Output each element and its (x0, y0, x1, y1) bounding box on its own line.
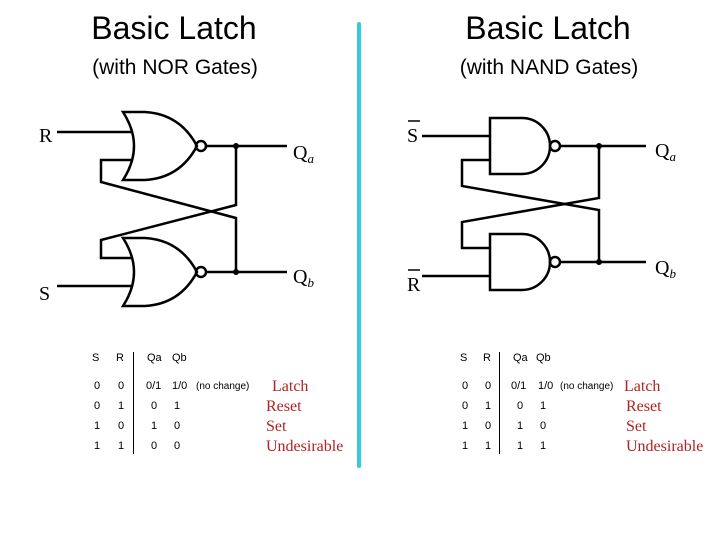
table-cell: 0 (174, 440, 181, 452)
table-cell: 0 (174, 420, 181, 432)
table-cell: 1 (485, 440, 492, 452)
table-cell: 0 (485, 380, 492, 392)
nor-latch-circuit: R S Qa Qb (39, 110, 314, 308)
nand-status-reset: Reset (626, 398, 662, 415)
label-qa: Qa (655, 140, 676, 164)
header-r: R (116, 352, 124, 364)
table-cell: 0 (517, 400, 524, 412)
header-s: S (460, 352, 468, 364)
table-divider (133, 352, 134, 454)
table-cell: 1 (118, 400, 125, 412)
junction-qb (596, 259, 602, 265)
table-cell: 0 (118, 380, 125, 392)
table-cell: 1 (174, 400, 181, 412)
nand-latch-circuit: S R Qa Qb (407, 116, 676, 296)
junction-qa (233, 143, 239, 149)
no-change-note: (no change) (560, 381, 614, 392)
table-cell: 1 (517, 440, 524, 452)
left-title: Basic Latch (91, 10, 257, 46)
table-cell: 0/1 (146, 380, 162, 392)
label-r: R (39, 125, 53, 147)
header-r: R (483, 352, 491, 364)
table-cell: 1 (485, 400, 492, 412)
wire-cross-2 (460, 158, 601, 262)
table-cell: 0/1 (511, 380, 527, 392)
nor-status-undesirable: Undesirable (266, 438, 344, 455)
label-qb: Qb (293, 266, 314, 290)
wire-cross-2 (99, 158, 238, 272)
wire-cross-1 (460, 146, 601, 250)
table-cell: 1 (462, 440, 469, 452)
nand-truth-table: S R Qa Qb 0 0 0/1 1/0 (no change) 0 1 0 … (456, 352, 696, 462)
table-cell: 1/0 (538, 380, 554, 392)
header-qa: Qa (513, 352, 528, 364)
table-cell: 0 (94, 400, 101, 412)
table-cell: 0 (151, 440, 158, 452)
table-cell: 1 (517, 420, 524, 432)
nand-status-undesirable: Undesirable (626, 438, 704, 455)
no-change-note: (no change) (196, 381, 250, 392)
junction-qb (233, 269, 239, 275)
nor-status-latch: Latch (272, 378, 309, 395)
table-cell: 0 (151, 400, 158, 412)
label-s-bar: S (407, 125, 418, 147)
nor-status-reset: Reset (266, 398, 302, 415)
header-qa: Qa (147, 352, 162, 364)
table-cell: 0 (462, 380, 469, 392)
nand-bubble-bottom (548, 255, 562, 269)
label-s: S (39, 283, 50, 305)
header-qb: Qb (536, 352, 551, 364)
header-s: S (92, 352, 100, 364)
nor-status-set: Set (266, 418, 287, 435)
table-cell: 0 (94, 380, 101, 392)
table-cell: 1 (118, 440, 125, 452)
nand-status-latch: Latch (624, 378, 661, 395)
table-cell: 0 (462, 400, 469, 412)
nand-gate-top (488, 116, 552, 176)
table-cell: 1/0 (172, 380, 188, 392)
header-qb: Qb (172, 352, 187, 364)
table-cell: 1 (540, 440, 547, 452)
table-cell: 1 (94, 440, 101, 452)
table-cell: 0 (118, 420, 125, 432)
wire-cross-1 (99, 146, 238, 260)
nor-truth-table: S R Qa Qb 0 0 0/1 1/0 (no change) 0 1 0 … (88, 352, 358, 462)
nand-status-set: Set (626, 418, 647, 435)
table-cell: 1 (540, 400, 547, 412)
divider-line (357, 22, 361, 468)
table-cell: 1 (151, 420, 158, 432)
table-cell: 0 (485, 420, 492, 432)
label-qa: Qa (293, 142, 314, 166)
nor-gate-top (120, 110, 199, 182)
label-r-bar: R (407, 274, 421, 296)
table-cell: 1 (94, 420, 101, 432)
table-divider (499, 352, 500, 454)
junction-qa (596, 143, 602, 149)
nand-gate-bottom (488, 232, 552, 292)
nor-gate-bottom (120, 236, 199, 308)
left-subtitle: (with NOR Gates) (92, 56, 258, 79)
label-qb: Qb (655, 257, 676, 281)
right-subtitle: (with NAND Gates) (459, 56, 639, 79)
table-cell: 1 (462, 420, 469, 432)
nand-bubble-top (548, 139, 562, 153)
right-title: Basic Latch (465, 10, 631, 46)
table-cell: 0 (540, 420, 547, 432)
